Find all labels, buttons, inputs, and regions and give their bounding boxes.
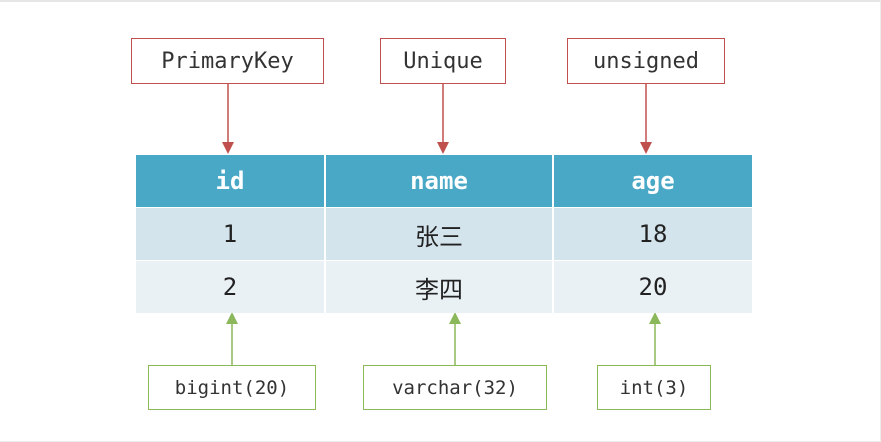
cell-age: 20 bbox=[552, 261, 752, 313]
table-row: 1 张三 18 bbox=[136, 208, 752, 260]
cell-id: 2 bbox=[136, 261, 324, 313]
arrowhead-int bbox=[649, 312, 661, 324]
table-header-row: id name age bbox=[136, 155, 752, 207]
cell-id: 1 bbox=[136, 208, 324, 260]
arrowhead-unique bbox=[437, 142, 449, 154]
header-id: id bbox=[136, 155, 324, 207]
arrowhead-unsigned bbox=[640, 142, 652, 154]
cell-name: 李四 bbox=[324, 261, 552, 313]
arrowhead-primarykey bbox=[222, 142, 234, 154]
header-age: age bbox=[552, 155, 752, 207]
table-row: 2 李四 20 bbox=[136, 261, 752, 313]
label-primarykey: PrimaryKey bbox=[131, 38, 324, 84]
data-table: id name age 1 张三 18 2 李四 20 bbox=[136, 155, 752, 313]
label-unsigned: unsigned bbox=[567, 38, 725, 84]
label-varchar: varchar(32) bbox=[363, 365, 547, 410]
cell-age: 18 bbox=[552, 208, 752, 260]
label-unique: Unique bbox=[380, 38, 506, 84]
header-name: name bbox=[324, 155, 552, 207]
label-bigint: bigint(20) bbox=[148, 365, 316, 410]
cell-name: 张三 bbox=[324, 208, 552, 260]
label-int: int(3) bbox=[597, 365, 711, 410]
arrowhead-varchar bbox=[449, 312, 461, 324]
arrowhead-bigint bbox=[226, 312, 238, 324]
